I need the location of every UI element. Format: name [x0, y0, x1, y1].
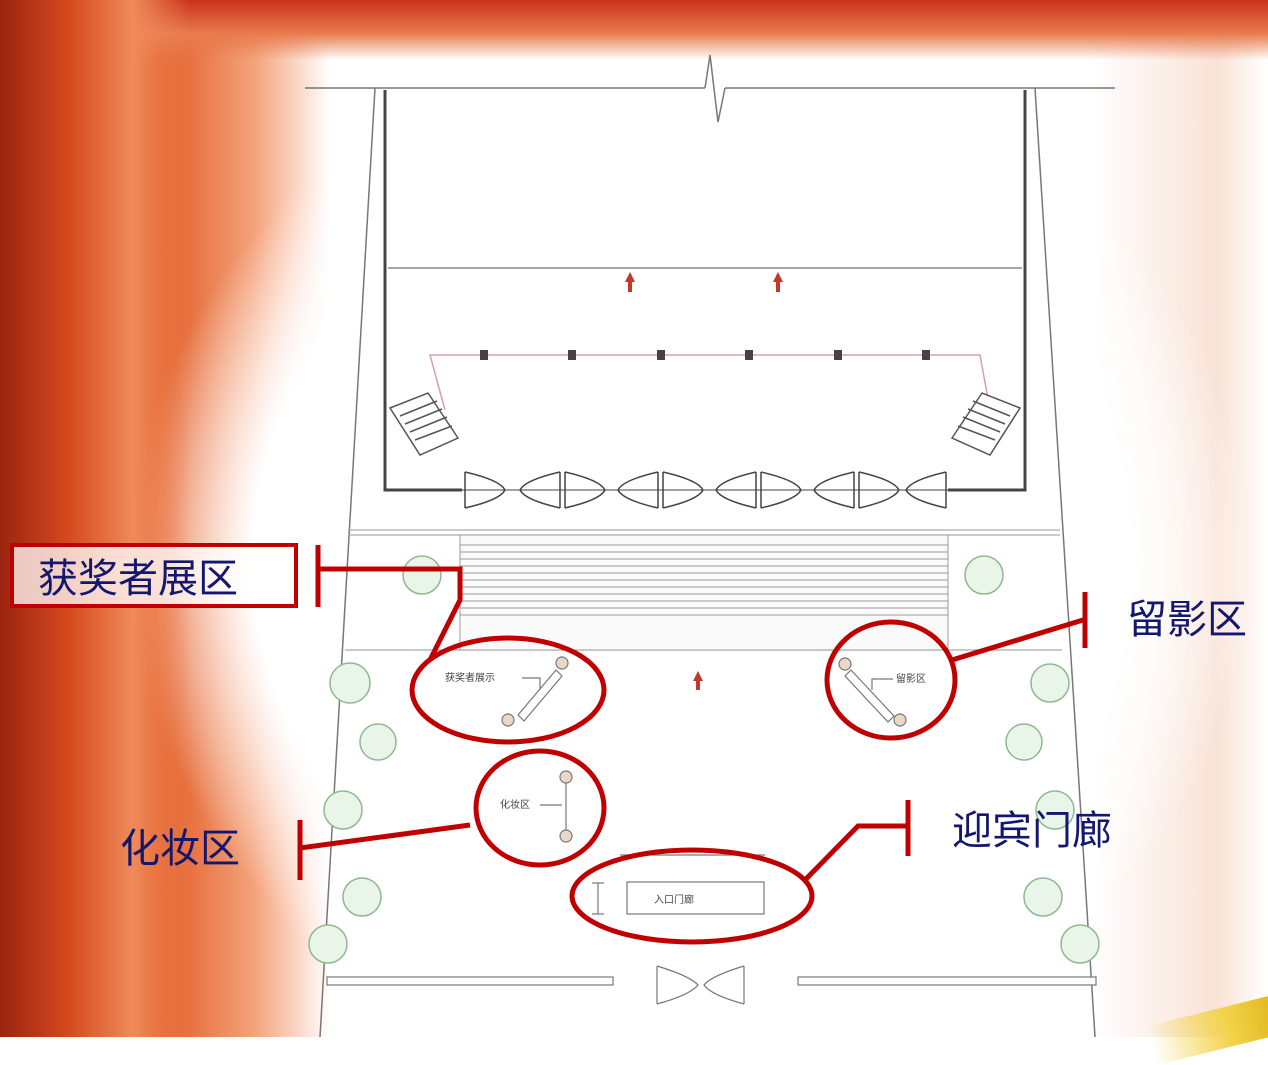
main-doors [462, 471, 948, 509]
winner-zone-leader [320, 566, 463, 662]
stanchion-row [429, 350, 991, 411]
winner-zone-callout-box [10, 543, 298, 608]
makeup-zone-props [540, 770, 573, 843]
winner-zone-ellipse [409, 635, 607, 745]
plan-label-photo-zone: 留影区 [896, 672, 926, 685]
photo-zone-props [838, 657, 907, 727]
photo-zone-ellipse [824, 619, 958, 741]
entrance-corridor-ellipse [569, 847, 815, 945]
makeup-zone-ellipse [473, 748, 607, 868]
floor-plan: 获奖者展示 留影区 化妆区 入口门廊 [297, 54, 1115, 1037]
trees [308, 555, 1100, 964]
winner-display-props [501, 656, 569, 727]
callout-winner-zone: 获奖者展区 [38, 556, 238, 602]
stair-left [388, 392, 460, 456]
stair-right [950, 392, 1022, 456]
callout-entrance-corridor: 迎宾门廊 [952, 808, 1112, 854]
background [0, 0, 1268, 1037]
entrance-corridor-props [592, 854, 765, 915]
callout-photo-zone: 留影区 [1127, 597, 1247, 643]
site-outline [305, 54, 1115, 1037]
callout-lines [297, 545, 1088, 945]
entrance-corridor-leader [803, 823, 908, 882]
plan-label-makeup-zone: 化妆区 [500, 798, 530, 811]
bottom-gate [326, 965, 1097, 1005]
callout-makeup-zone: 化妆区 [120, 826, 240, 872]
left-red-band [0, 0, 190, 1037]
photo-zone-leader [951, 617, 1084, 663]
makeup-zone-leader [299, 822, 471, 851]
hall-walls [383, 90, 1027, 492]
plan-label-entrance-corridor: 入口门廊 [654, 893, 694, 906]
plan-label-winner-display: 获奖者展示 [445, 671, 495, 684]
top-red-band [0, 0, 1268, 60]
direction-arrows [625, 272, 783, 690]
entrance-steps [459, 534, 949, 651]
